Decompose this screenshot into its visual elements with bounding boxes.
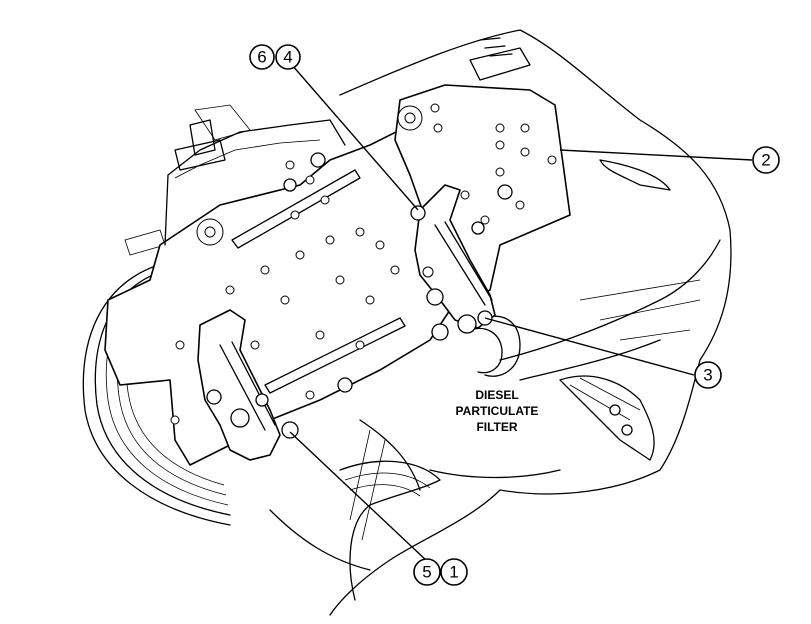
callout-4: 4 bbox=[275, 44, 301, 70]
lower-link-bracket bbox=[197, 309, 299, 461]
svg-text:2: 2 bbox=[761, 151, 770, 170]
label-line-1: DIESEL bbox=[475, 388, 518, 402]
upper-link-bracket bbox=[410, 184, 496, 341]
callout-3: 3 bbox=[694, 361, 722, 389]
leader-lines bbox=[289, 64, 753, 563]
callout-2: 2 bbox=[752, 146, 780, 174]
label-line-3: FILTER bbox=[476, 420, 517, 434]
svg-text:4: 4 bbox=[283, 48, 292, 67]
callout-1: 1 bbox=[440, 558, 468, 586]
svg-text:6: 6 bbox=[257, 48, 266, 67]
label-line-2: PARTICULATE bbox=[456, 404, 539, 418]
dpf-mount bbox=[469, 315, 655, 461]
left-mounting-plate bbox=[104, 119, 451, 466]
svg-text:1: 1 bbox=[449, 563, 458, 582]
svg-text:5: 5 bbox=[422, 563, 431, 582]
svg-text:3: 3 bbox=[703, 366, 712, 385]
callout-5: 5 bbox=[413, 558, 441, 586]
plate-holes bbox=[170, 152, 400, 425]
diesel-particulate-filter-label: DIESEL PARTICULATE FILTER bbox=[448, 386, 554, 434]
right-plate-holes bbox=[430, 103, 557, 235]
callout-6: 6 bbox=[249, 44, 275, 70]
